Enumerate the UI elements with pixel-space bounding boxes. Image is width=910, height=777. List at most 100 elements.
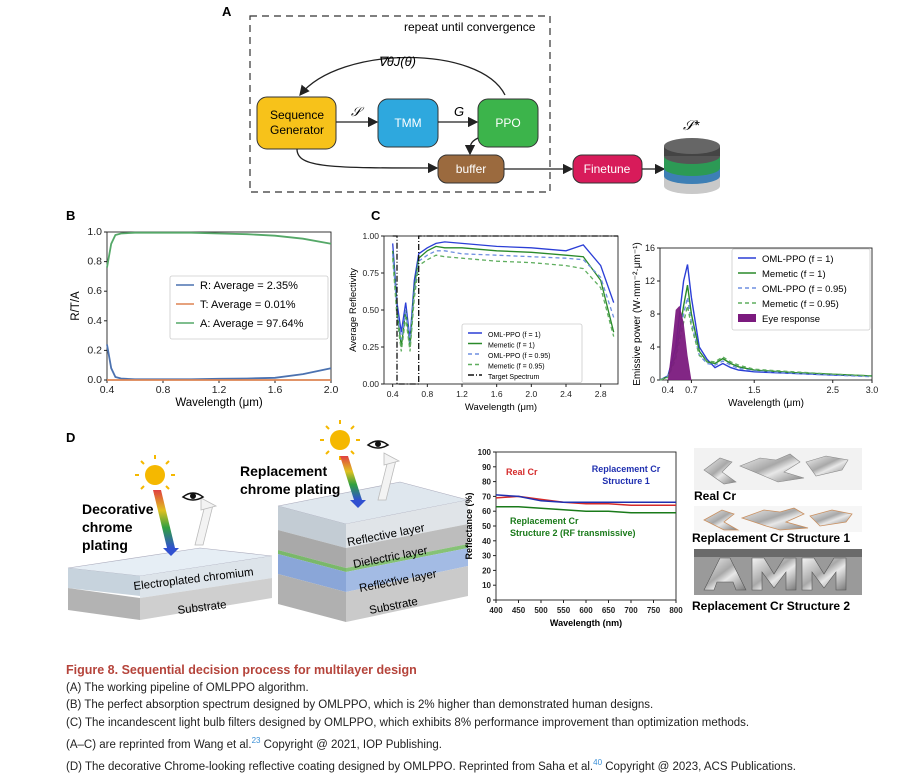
y-tick-label: 0 (487, 596, 492, 605)
legend-label: Memetic (f = 0.95) (762, 299, 839, 310)
x-tick-label: 400 (489, 606, 503, 615)
right-title-1: Replacement (240, 463, 327, 479)
y-tick-label: 0.75 (362, 268, 379, 278)
caption-d-text: (D) The decorative Chrome-looking reflec… (66, 761, 594, 774)
x-tick-label: 550 (557, 606, 571, 615)
series-area (667, 305, 692, 380)
caption-line-b: (B) The perfect absorption spectrum desi… (66, 699, 654, 711)
sequence-generator-line2: Generator (270, 123, 324, 137)
legend-label: Memetic (f = 0.95) (488, 364, 545, 371)
x-tick-label: 0.7 (685, 385, 698, 395)
photo-real-cr (694, 448, 862, 490)
y-tick-label: 12 (645, 276, 655, 286)
y-tick-label: 40 (482, 537, 491, 546)
eye-icon (181, 492, 205, 501)
series-line (392, 250, 615, 343)
convergence-loop-box (249, 15, 551, 193)
legend-box (461, 323, 583, 383)
series-line (392, 235, 618, 385)
left-title-1: Decorative (82, 501, 154, 517)
citation-link-40[interactable]: 40 (593, 758, 603, 768)
y-tick-label: 50 (482, 522, 491, 531)
x-tick-label: 2.8 (595, 389, 607, 399)
x-tick-label: 1.6 (268, 384, 283, 396)
y-tick-label: 30 (482, 552, 491, 561)
tmm-box (377, 98, 439, 148)
y-axis-label: Emissive power (W·mm⁻²·μm⁻¹) (632, 242, 643, 386)
annotation-structure-1-line2: Structure 1 (602, 476, 650, 486)
buffer-label: buffer (456, 162, 486, 176)
x-tick-label: 3.0 (866, 385, 879, 395)
ppo-box (477, 98, 539, 148)
y-tick-label: 0.0 (87, 374, 102, 386)
x-tick-label: 450 (512, 606, 526, 615)
sun-icon-2 (330, 430, 350, 450)
legend-label: T: Average = 0.01% (200, 299, 296, 311)
x-tick-label: 0.4 (387, 389, 399, 399)
y-tick-label: 60 (482, 507, 491, 516)
legend-label: Memetic (f = 1) (488, 343, 535, 350)
photo-replacement-cr-2 (694, 549, 862, 595)
convergence-loop-label: repeat until convergence (404, 20, 536, 34)
sun-icon (145, 465, 165, 485)
legend-box (731, 248, 871, 331)
x-tick-label: 0.4 (662, 385, 675, 395)
x-tick-label: 650 (602, 606, 616, 615)
y-tick-label: 0.6 (87, 285, 102, 297)
x-tick-label: 2.5 (826, 385, 839, 395)
panel-c-letter: C (371, 208, 381, 223)
y-tick-label: 0.50 (362, 305, 379, 315)
x-axis-label: Wavelength (nm) (550, 618, 622, 628)
legend-label: Target Spectrum (488, 374, 540, 381)
annotation-structure-2-line1: Replacement Cr (510, 516, 579, 526)
x-axis-label: Wavelength (μm) (728, 398, 804, 409)
decorative-chrome-diagram: Electroplated chromium Substrate Decorat… (67, 455, 273, 620)
seqgen-to-buffer-arrow (296, 148, 439, 174)
y-tick-label: 0.25 (362, 342, 379, 352)
caption-ac-copyright: Copyright @ 2021, IOP Publishing. (260, 738, 442, 751)
series-line (392, 241, 615, 340)
caption-line-d: (D) The decorative Chrome-looking reflec… (66, 754, 866, 776)
panel-b-letter: B (66, 208, 75, 223)
series-line (496, 506, 676, 514)
series-line (392, 254, 615, 352)
y-tick-label: 70 (482, 492, 491, 501)
citation-link-23[interactable]: 23 (251, 736, 261, 745)
s-star-label: 𝒮* (683, 117, 700, 133)
panel-a-letter: A (222, 4, 232, 19)
x-tick-label: 1.6 (491, 389, 503, 399)
legend-label: OML-PPO (f = 1) (488, 332, 541, 339)
figure-caption: Figure 8. Sequential decision process fo… (66, 662, 866, 777)
x-tick-label: 750 (647, 606, 661, 615)
caption-line-c: (C) The incandescent light bulb filters … (66, 716, 750, 729)
y-tick-label: 4 (650, 342, 655, 352)
left-title-3: plating (82, 537, 128, 553)
x-tick-label: 2.4 (560, 389, 572, 399)
caption-title: Figure 8. Sequential decision process fo… (66, 663, 417, 677)
annotation-structure-2-line2: Structure 2 (RF transmissive) (510, 528, 636, 538)
x-tick-label: 600 (579, 606, 593, 615)
caption-ac-text: (A–C) are reprinted from Wang et al. (66, 738, 252, 751)
ppo-label: PPO (495, 116, 520, 130)
legend-label: Eye response (762, 314, 820, 325)
sequence-generator-line1: Sequence (270, 108, 324, 122)
incident-beam (153, 490, 175, 548)
x-tick-label: 1.5 (748, 385, 761, 395)
g-label: G (454, 104, 464, 119)
legend-label: R: Average = 2.35% (200, 280, 298, 292)
y-tick-label: 20 (482, 566, 491, 575)
s-label: 𝒮 (351, 104, 365, 119)
right-title-2: chrome plating (240, 481, 340, 497)
x-axis-label: Wavelength (μm) (175, 397, 263, 409)
legend-box (169, 275, 329, 340)
y-axis-label: Average Reflectivity (348, 268, 359, 352)
reflected-beam (194, 504, 214, 546)
incident-beam-2 (340, 456, 362, 500)
y-tick-label: 0.2 (87, 344, 102, 356)
y-tick-label: 1.00 (362, 231, 379, 241)
left-title-2: chrome (82, 519, 133, 535)
x-tick-label: 800 (669, 606, 683, 615)
